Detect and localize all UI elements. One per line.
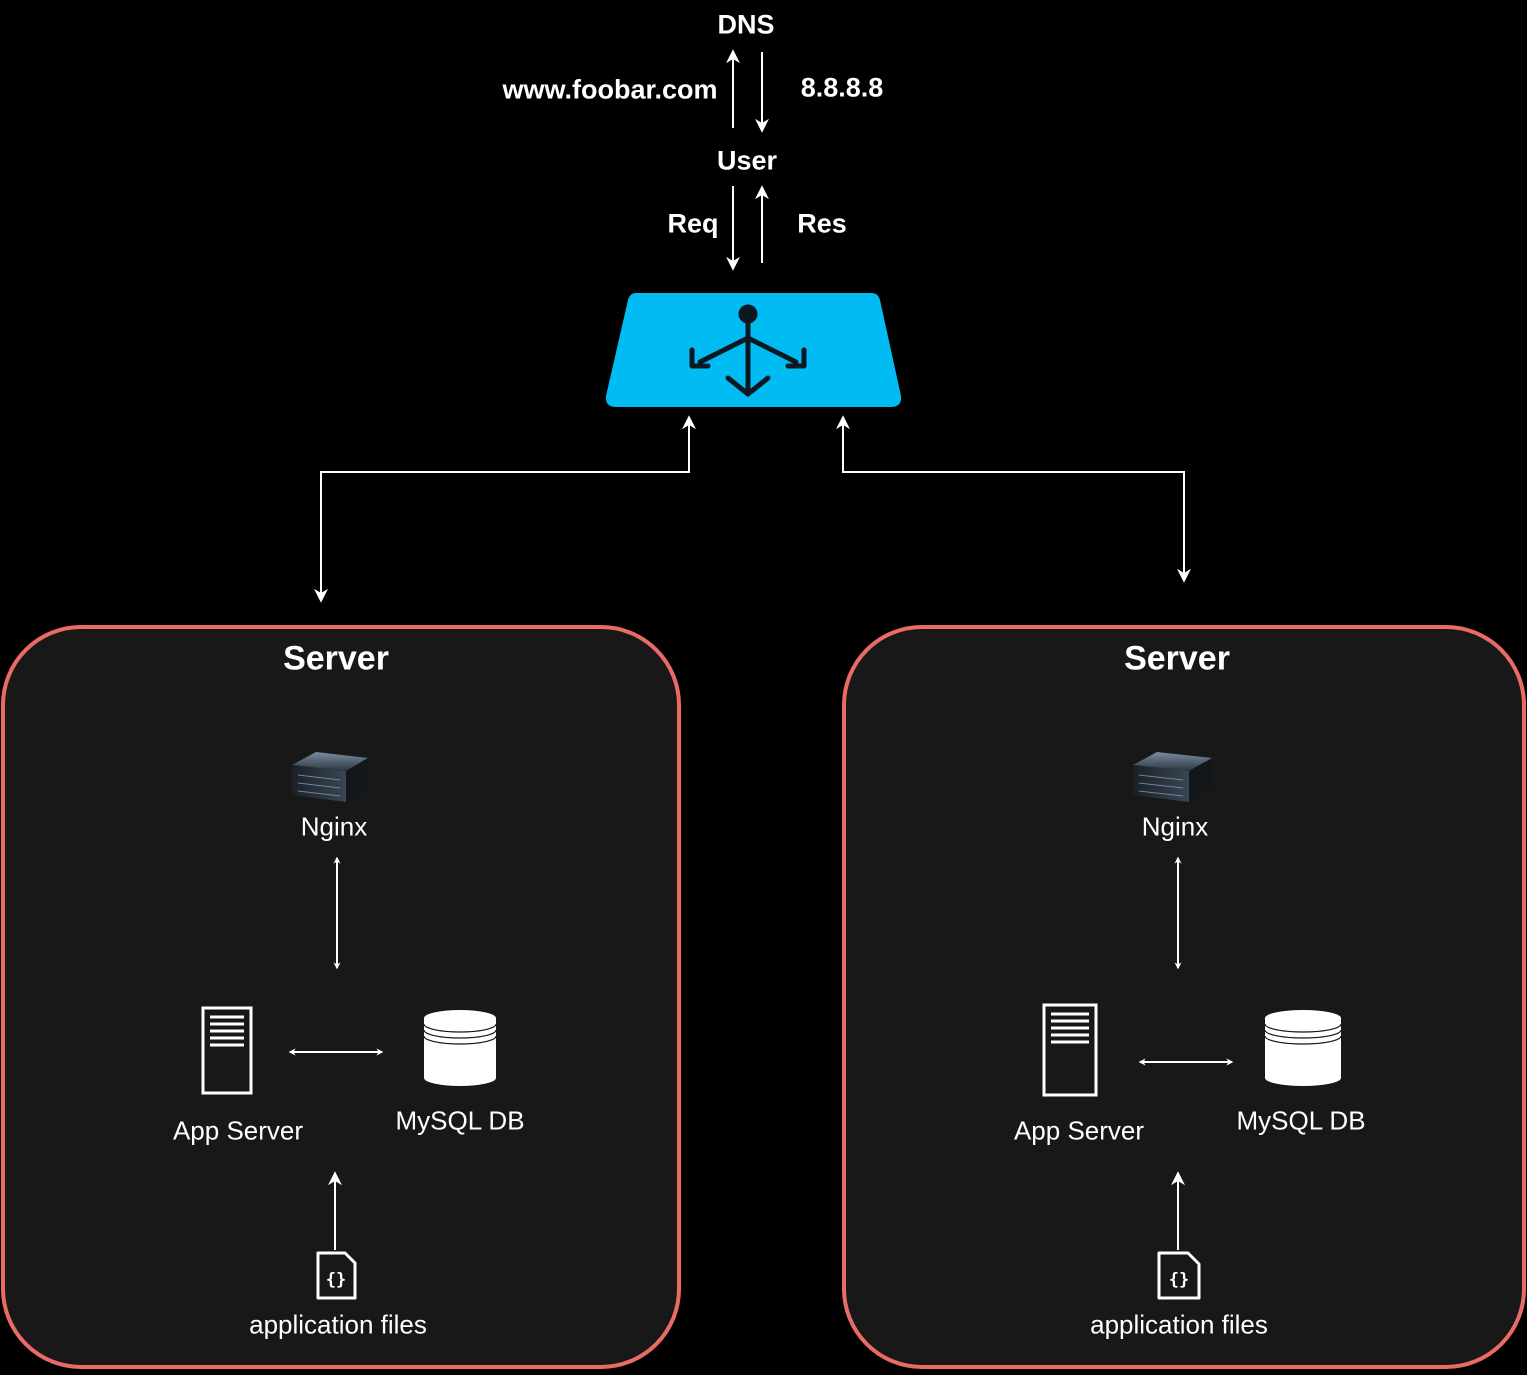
request-label: Req bbox=[667, 208, 719, 239]
application-files-label: application files bbox=[249, 1309, 427, 1340]
load-balancer-icon bbox=[689, 304, 807, 397]
lb-to-server-left-connector bbox=[314, 415, 696, 603]
server-title-right: Server bbox=[1124, 639, 1230, 678]
load-balancer bbox=[605, 293, 902, 407]
response-label: Res bbox=[797, 208, 847, 239]
code-file-icon: {} bbox=[316, 1251, 357, 1300]
svg-text:{}: {} bbox=[326, 1270, 346, 1290]
database-icon bbox=[423, 1010, 497, 1086]
database-icon bbox=[1264, 1010, 1342, 1086]
nginx-label: Nginx bbox=[300, 811, 368, 842]
domain-label: www.foobar.com bbox=[502, 74, 718, 105]
database-label: MySQL DB bbox=[395, 1105, 525, 1136]
app-server-icon bbox=[1042, 1003, 1098, 1097]
user-label: User bbox=[716, 145, 778, 176]
code-file-icon: {} bbox=[1157, 1251, 1201, 1300]
nginx-server-icon bbox=[1133, 752, 1212, 802]
nginx-label: Nginx bbox=[1141, 811, 1209, 842]
svg-text:{}: {} bbox=[1169, 1270, 1189, 1290]
application-files-label: application files bbox=[1090, 1309, 1268, 1340]
app-server-icon bbox=[201, 1006, 253, 1095]
server-box-left bbox=[1, 625, 681, 1369]
ip-address-label: 8.8.8.8 bbox=[800, 72, 884, 103]
lb-to-server-right-connector bbox=[836, 415, 1191, 583]
dns-label: DNS bbox=[717, 9, 775, 40]
nginx-server-icon bbox=[292, 752, 368, 802]
server-box-right bbox=[842, 625, 1526, 1369]
database-label: MySQL DB bbox=[1236, 1105, 1366, 1136]
app-server-label: App Server bbox=[1013, 1115, 1145, 1146]
app-server-label: App Server bbox=[172, 1115, 304, 1146]
server-title-left: Server bbox=[283, 639, 389, 678]
